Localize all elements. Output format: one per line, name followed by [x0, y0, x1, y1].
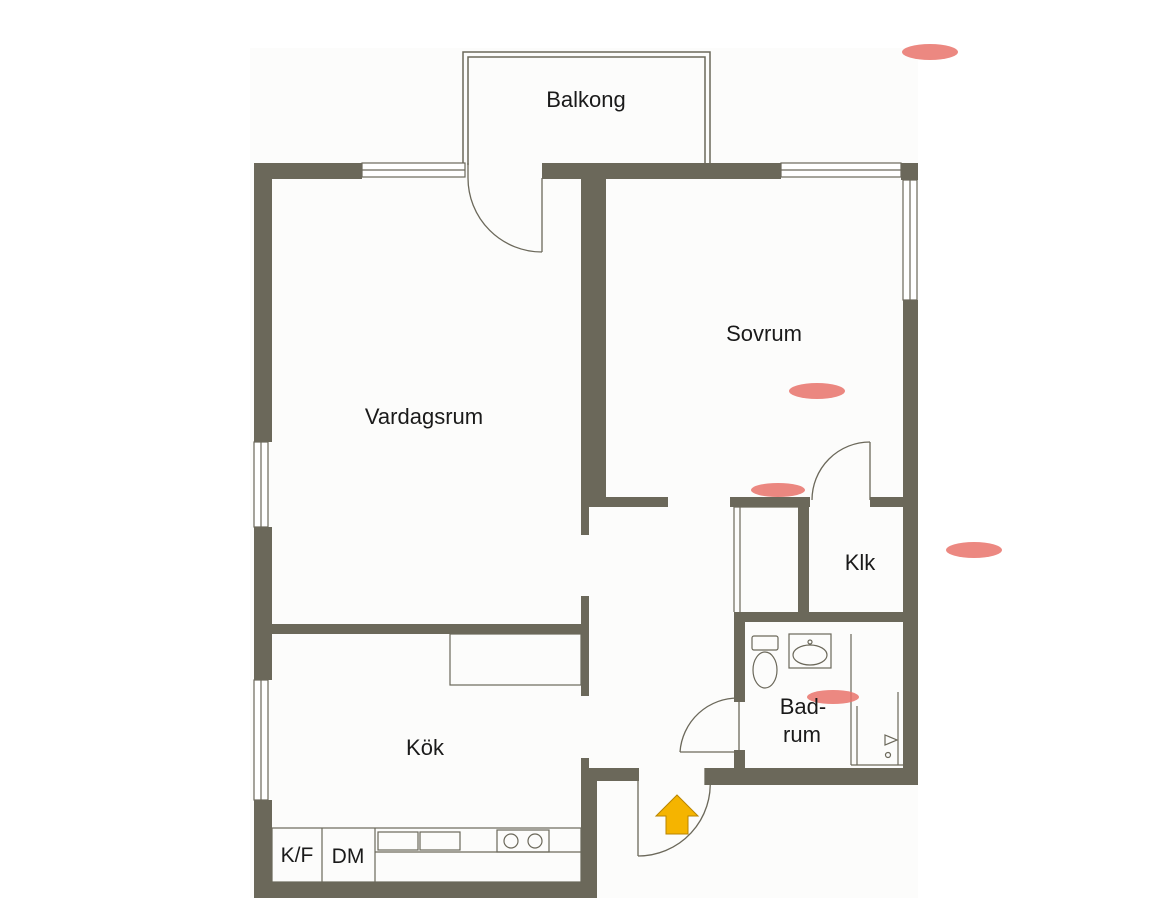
entry-arrow-icon	[654, 794, 700, 835]
label-closet: Klk	[845, 550, 877, 575]
label-balcony: Balkong	[546, 87, 626, 112]
walls	[254, 163, 918, 898]
bathroom-door	[679, 697, 740, 753]
hall-wardrobe	[733, 506, 798, 612]
marker-bathroom	[807, 690, 859, 704]
label-bathroom-line2: rum	[783, 722, 821, 747]
marker-top-right	[902, 44, 958, 60]
label-bedroom: Sovrum	[726, 321, 802, 346]
kitchen-counter	[271, 827, 582, 883]
label-living-room: Vardagsrum	[365, 404, 483, 429]
entrance-door	[637, 768, 711, 857]
label-dishwasher: DM	[332, 845, 365, 868]
toilet-icon	[751, 635, 779, 689]
closet-door	[811, 441, 871, 501]
balcony-outline	[462, 51, 711, 165]
marker-bedroom	[789, 383, 845, 399]
stove-icon	[496, 829, 550, 853]
markers	[751, 44, 1002, 704]
kitchen-sink	[377, 831, 419, 851]
balcony-door	[467, 163, 543, 253]
marker-wardrobe	[751, 483, 805, 497]
label-fridge-freezer: K/F	[281, 844, 314, 867]
marker-right	[946, 542, 1002, 558]
label-kitchen: Kök	[406, 735, 445, 760]
kitchen-cabinet	[449, 633, 582, 686]
sink-icon	[788, 633, 832, 669]
label-bathroom-line1: Bad-	[780, 694, 826, 719]
